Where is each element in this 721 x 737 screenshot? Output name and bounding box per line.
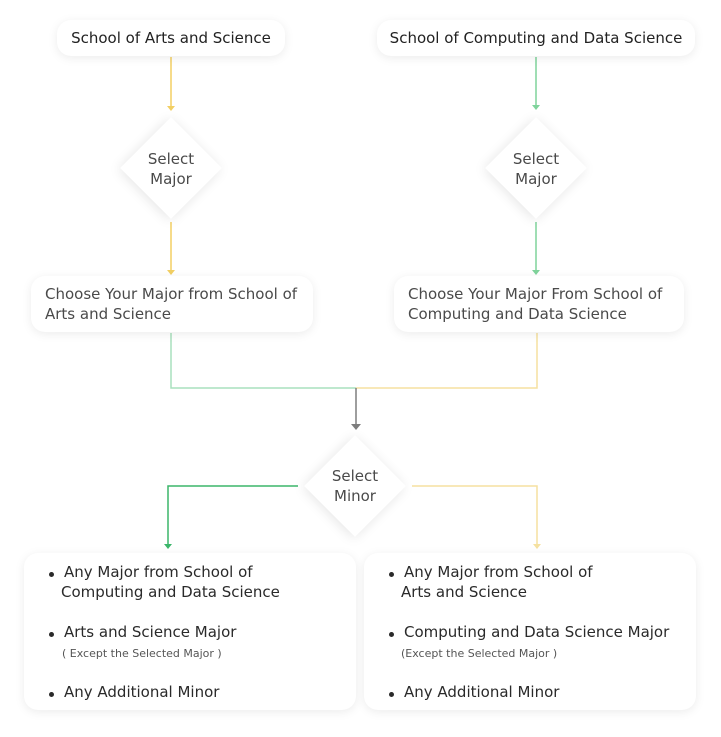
minors-right-item1: Any Major from School of: [404, 563, 593, 581]
bullet: [49, 572, 54, 577]
school-computing-label: School of Computing and Data Science: [389, 29, 683, 47]
minors-left-item3: Any Additional Minor: [64, 683, 220, 701]
minors-left-item1: Any Major from School of: [64, 563, 253, 581]
bullet: [49, 692, 54, 697]
bullet: [389, 572, 394, 577]
minors-right-item2: Computing and Data Science Major: [404, 623, 670, 641]
school-arts-label: School of Arts and Science: [71, 29, 271, 47]
minors-left-item2: Arts and Science Major: [64, 623, 237, 641]
major-arts-line2: Arts and Science: [45, 305, 172, 323]
major-computing-box: Choose Your Major From School of Computi…: [394, 276, 684, 332]
bullet: [389, 632, 394, 637]
major-computing-line2: Computing and Data Science: [408, 305, 627, 323]
minors-right-item3: Any Additional Minor: [404, 683, 560, 701]
minors-left-item1-line2: Computing and Data Science: [61, 583, 280, 601]
major-arts-box: Choose Your Major from School of Arts an…: [31, 276, 313, 332]
minors-left-item2-note: ( Except the Selected Major ): [62, 647, 222, 660]
minors-right-item1-line2: Arts and Science: [401, 583, 528, 601]
bullet: [389, 692, 394, 697]
major-computing-line1: Choose Your Major From School of: [408, 285, 663, 303]
school-computing-box: School of Computing and Data Science: [377, 20, 695, 56]
bullet: [49, 632, 54, 637]
minors-right-box: Any Major from School of Arts and Scienc…: [364, 553, 696, 710]
minors-left-box: Any Major from School of Computing and D…: [24, 553, 356, 710]
school-arts-box: School of Arts and Science: [57, 20, 285, 56]
minors-right-item2-note: (Except the Selected Major ): [401, 647, 558, 660]
major-arts-line1: Choose Your Major from School of: [45, 285, 298, 303]
